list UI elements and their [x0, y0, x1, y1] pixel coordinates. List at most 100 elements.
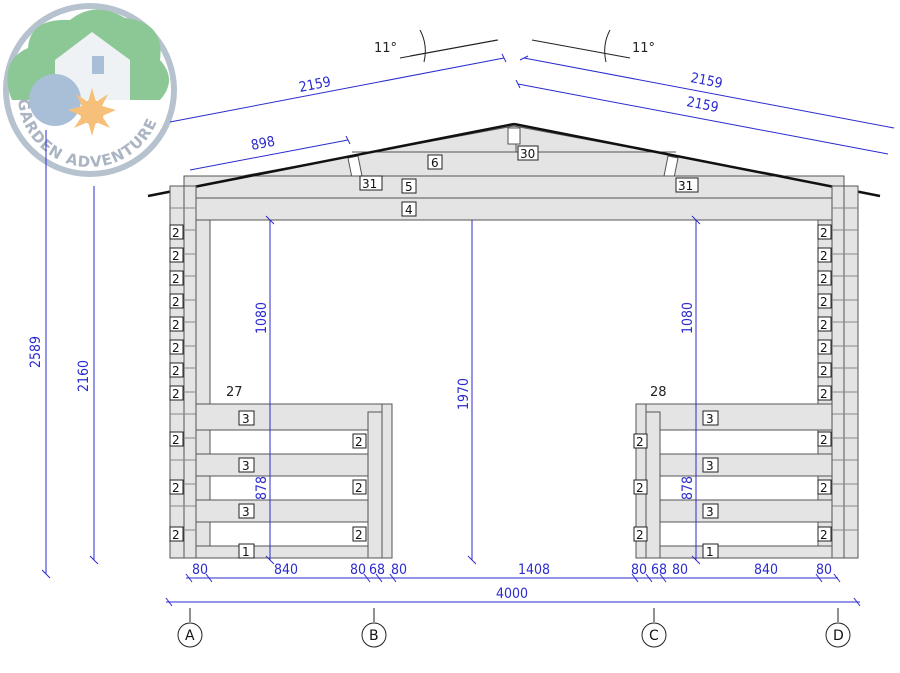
dim-rail-left-text: 878 [254, 476, 270, 500]
dim-door-height-text: 1970 [456, 378, 472, 410]
beam-5 [183, 175, 845, 199]
dim-total-height: 2589 [28, 130, 51, 579]
dim-door-height: 1970 [456, 220, 477, 565]
dim-gable-left-text: 898 [250, 134, 277, 154]
dim-bottom-8: 80 [672, 562, 688, 578]
logo-window-icon [92, 56, 104, 74]
angle-marker-right: 11° [531, 29, 655, 63]
dim-bottom-row: 80 840 80 68 80 1408 80 68 80 840 80 [185, 562, 841, 583]
axis-markers: A B C D [177, 608, 851, 648]
svg-text:2: 2 [820, 295, 828, 309]
axis-d-circle [825, 622, 851, 648]
svg-text:1: 1 [706, 545, 714, 559]
svg-text:2: 2 [172, 226, 180, 240]
dim-bottom-6: 80 [631, 562, 647, 578]
dim-opening-right: 1080 [680, 215, 701, 404]
svg-text:3: 3 [706, 412, 714, 426]
dim-opening-right-text: 1080 [680, 302, 696, 334]
logo-globe-icon [29, 74, 81, 126]
svg-text:2: 2 [172, 341, 180, 355]
svg-text:2: 2 [820, 318, 828, 332]
svg-text:2: 2 [636, 528, 644, 542]
axis-c-label: C [649, 628, 659, 644]
dim-roof-right-1-text: 2159 [689, 70, 724, 92]
dim-roof-left-text: 2159 [298, 74, 333, 96]
left-wall-part-2: 2 2 2 2 2 2 2 2 2 2 2 [169, 224, 184, 542]
dim-wall-height: 2160 [76, 186, 99, 565]
svg-text:2: 2 [355, 435, 363, 449]
svg-text:2: 2 [172, 387, 180, 401]
angle-marker-left: 11° [374, 29, 499, 63]
angle-left-label: 11° [374, 41, 397, 56]
dim-roof-left: 2159 [169, 53, 507, 123]
roof-right-line [513, 122, 881, 198]
ridge-post [507, 127, 521, 145]
axis-c-circle [641, 622, 667, 648]
dim-bottom-1: 840 [274, 562, 298, 578]
right-wall-part-2: 2 2 2 2 2 2 2 2 2 2 2 [817, 224, 832, 542]
dim-bottom-4: 80 [391, 562, 407, 578]
svg-text:2: 2 [820, 433, 828, 447]
dim-roof-right-1: 2159 [519, 55, 895, 129]
svg-text:2: 2 [172, 272, 180, 286]
axis-a-label: A [185, 628, 195, 644]
part-6: 6 [431, 156, 439, 170]
dim-bottom-2: 80 [350, 562, 366, 578]
svg-text:2: 2 [355, 481, 363, 495]
svg-text:2: 2 [820, 364, 828, 378]
dim-roof-right-2-text: 2159 [685, 94, 720, 116]
svg-text:2: 2 [636, 481, 644, 495]
roof-left-line [147, 122, 515, 198]
svg-text:2: 2 [172, 364, 180, 378]
svg-text:2: 2 [172, 318, 180, 332]
dim-bottom-7: 68 [651, 562, 667, 578]
dim-rail-left: 878 [254, 404, 275, 565]
dim-bottom-10: 80 [816, 562, 832, 578]
dim-bottom-5: 1408 [518, 562, 550, 578]
label-28: 28 [650, 385, 667, 400]
svg-text:2: 2 [172, 249, 180, 263]
svg-text:2: 2 [172, 528, 180, 542]
dim-total-height-text: 2589 [28, 336, 44, 368]
dim-roof-right-2: 2159 [515, 79, 889, 155]
railing-board-labels: 3 3 3 1 3 3 3 1 [238, 410, 719, 559]
dim-total-width-text: 4000 [496, 586, 528, 602]
dim-bottom-3: 68 [369, 562, 385, 578]
dim-rail-right-text: 878 [680, 476, 696, 500]
right-railing [635, 403, 833, 559]
part-labels: 30 6 5 4 31 31 2 2 2 2 2 2 2 2 2 2 2 2 [169, 145, 832, 559]
right-wall [817, 185, 859, 559]
svg-text:3: 3 [706, 459, 714, 473]
svg-text:3: 3 [242, 459, 250, 473]
building-elevation: 30 6 5 4 31 31 2 2 2 2 2 2 2 2 2 2 2 2 [147, 122, 881, 559]
garden-adventure-logo: GARDEN ADVENTURE [3, 3, 177, 177]
railing-post-part-2: 2 2 2 2 2 2 [352, 433, 648, 542]
svg-text:2: 2 [172, 295, 180, 309]
logo-sun-icon [68, 88, 116, 136]
svg-text:2: 2 [820, 481, 828, 495]
part-31-right: 31 [678, 179, 693, 193]
svg-text:3: 3 [242, 412, 250, 426]
svg-text:2: 2 [636, 435, 644, 449]
svg-text:2: 2 [172, 481, 180, 495]
axis-d-label: D [833, 628, 844, 644]
svg-text:2: 2 [820, 387, 828, 401]
part-4: 4 [405, 203, 413, 217]
dim-rail-right: 878 [680, 404, 701, 565]
svg-text:1: 1 [242, 545, 250, 559]
svg-text:3: 3 [242, 505, 250, 519]
svg-text:2: 2 [355, 528, 363, 542]
axis-a-circle [177, 622, 203, 648]
axis-b-label: B [369, 628, 379, 644]
svg-text:2: 2 [172, 433, 180, 447]
dim-gable-left: 898 [189, 134, 351, 171]
dim-total-width: 4000 [165, 586, 861, 607]
label-27: 27 [226, 385, 243, 400]
svg-text:3: 3 [706, 505, 714, 519]
logo-ring [3, 3, 177, 177]
svg-text:2: 2 [820, 272, 828, 286]
axis-b-circle [361, 622, 387, 648]
svg-text:2: 2 [820, 249, 828, 263]
